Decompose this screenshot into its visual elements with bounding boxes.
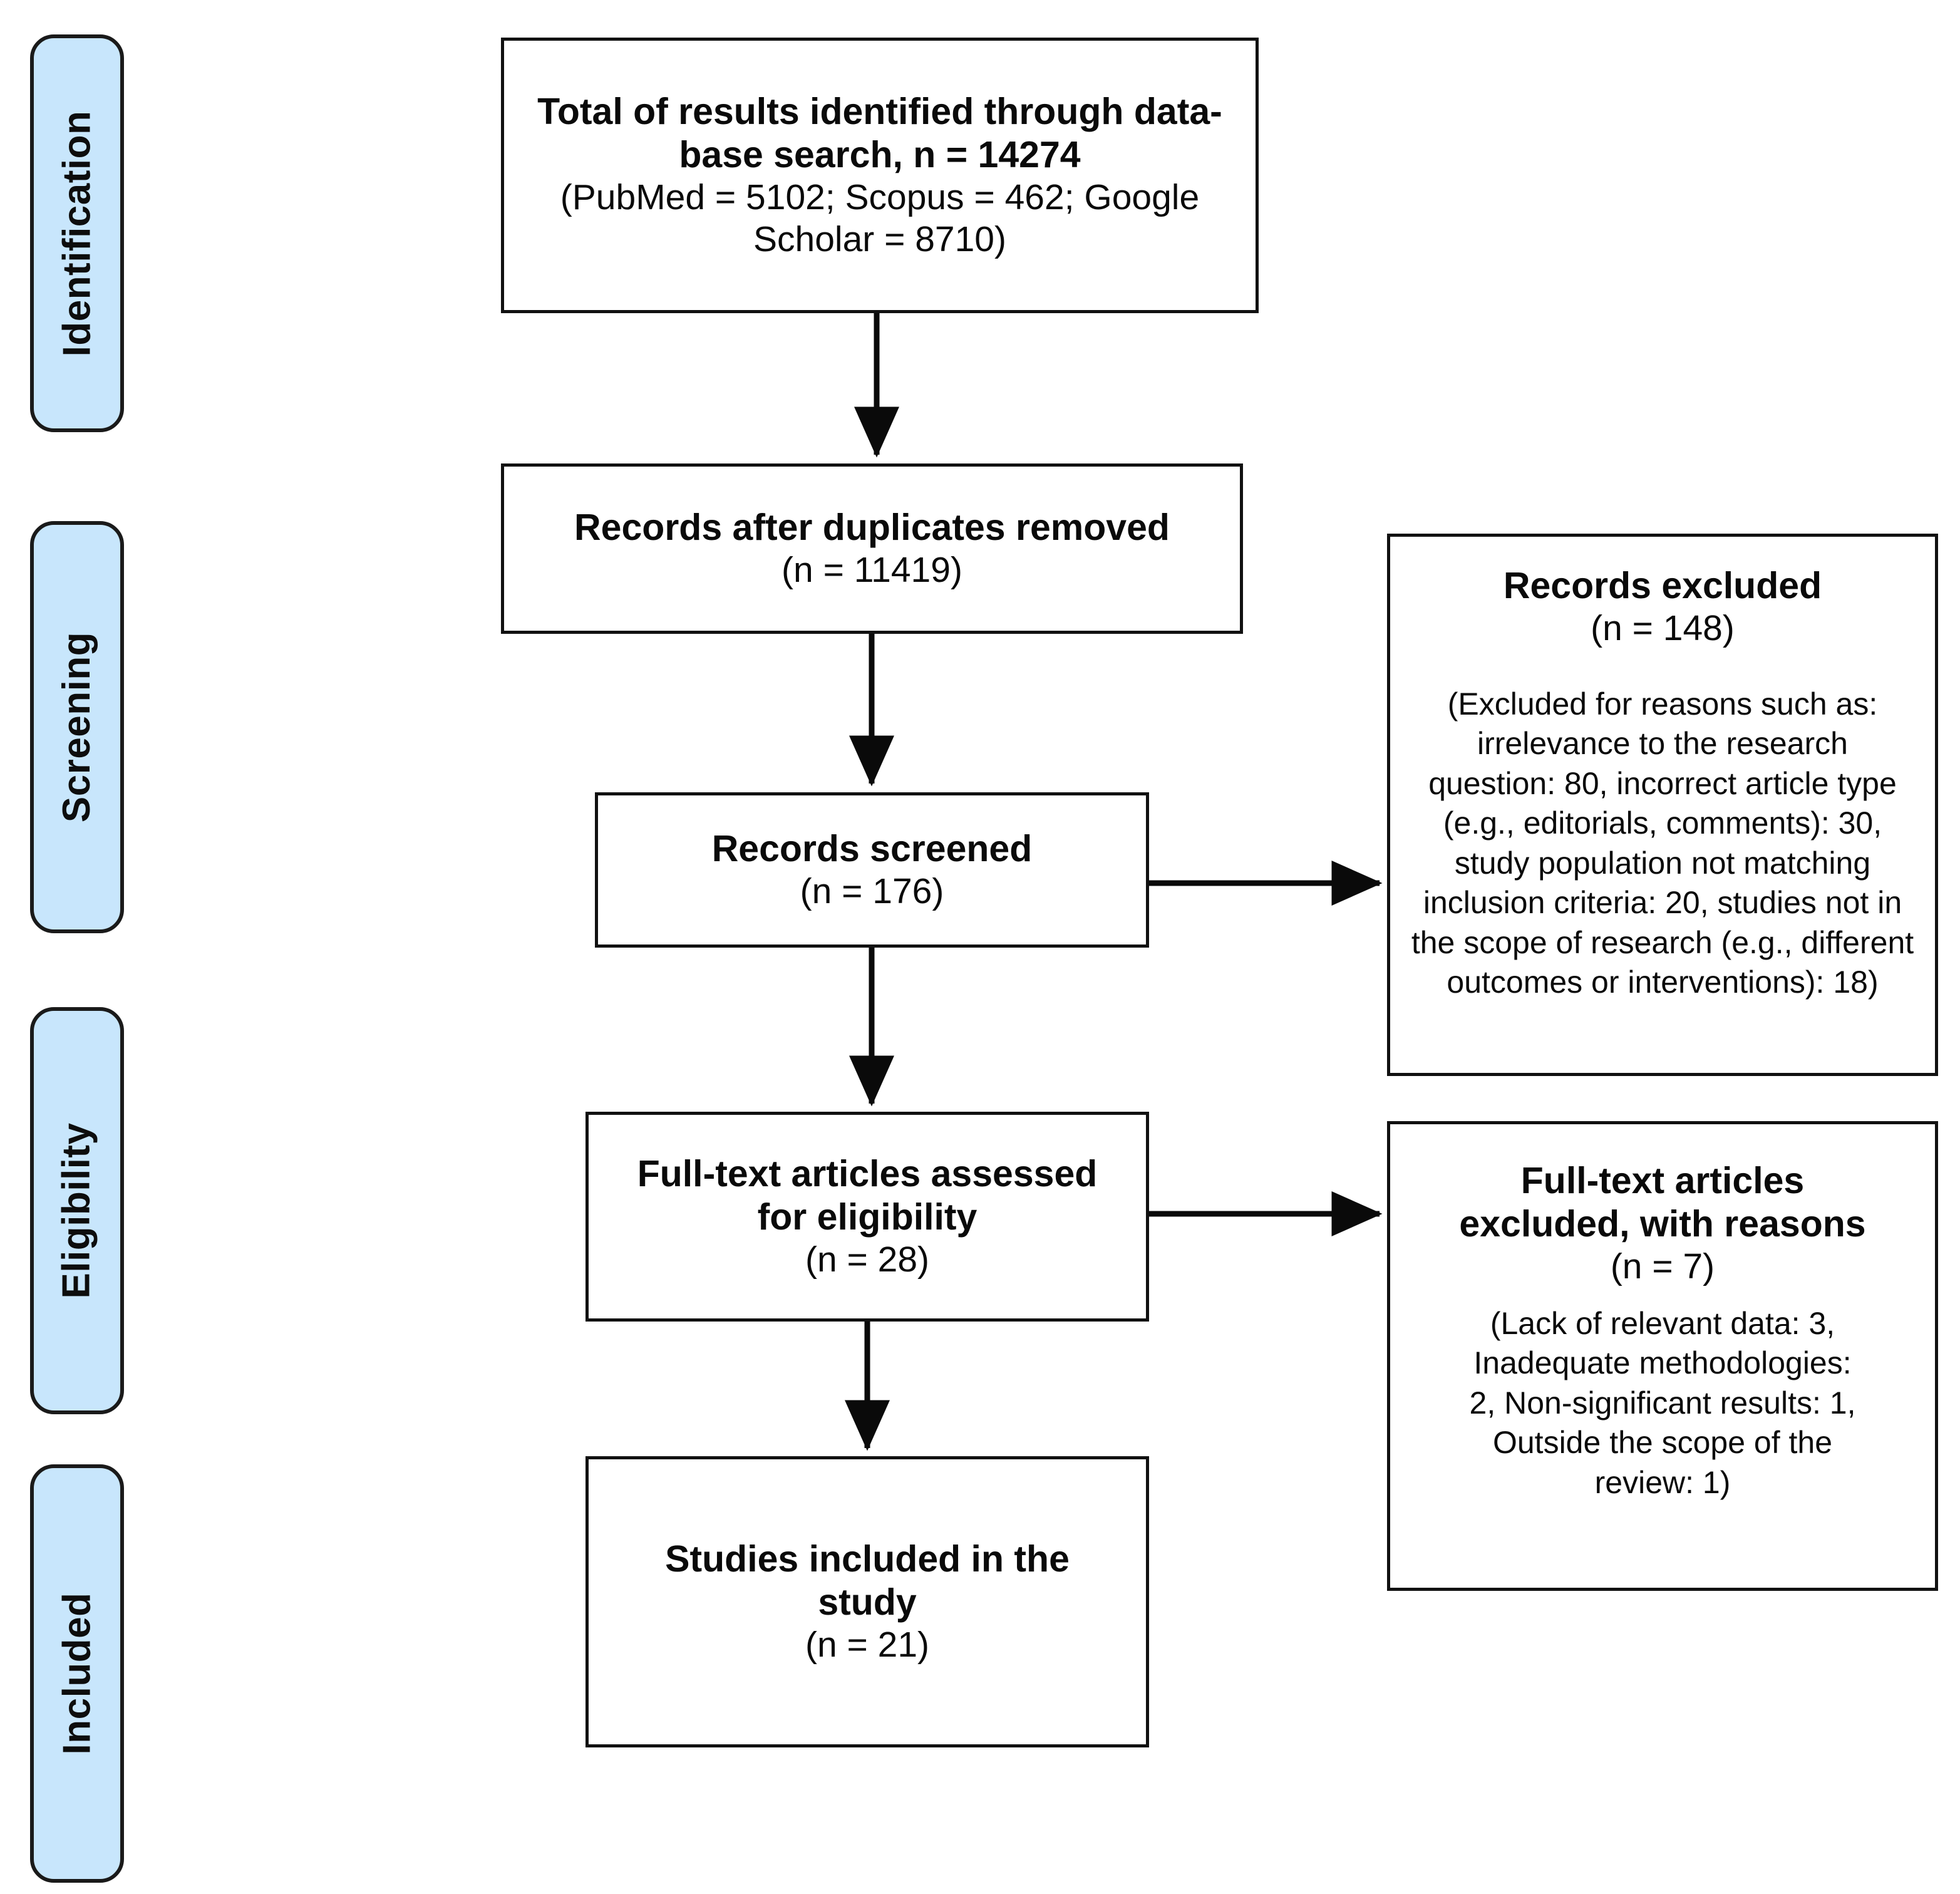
box-records-screened[interactable]: Records screened (n = 176) [595,792,1149,948]
box-studies-included[interactable]: Studies included in the study (n = 21) [585,1456,1149,1747]
stage-tab-screening-label: Screening [55,631,98,823]
box-records-excluded[interactable]: Records excluded (n = 148) (Excluded for… [1387,534,1938,1076]
fulltext-excluded-reason-line2: Inadequate methodologies: [1473,1345,1852,1381]
stage-tab-eligibility-label: Eligibility [55,1122,98,1299]
fulltext-assessed-title-line1: Full-text articles assessed [637,1153,1098,1195]
records-excluded-reason-line7: the scope of research (e.g., different [1411,924,1914,960]
box-fulltext-assessed[interactable]: Full-text articles assessed for eligibil… [585,1112,1149,1322]
box-fulltext-excluded[interactable]: Full-text articles excluded, with reason… [1387,1121,1938,1591]
studies-included-count: (n = 21) [805,1625,930,1665]
records-excluded-reason-line8: outcomes or interventions): 18) [1447,965,1879,1000]
records-identified-title-line2: base search, n = 14274 [679,134,1081,176]
records-excluded-count: (n = 148) [1591,608,1735,649]
stage-tab-screening[interactable]: Screening [30,521,124,933]
fulltext-excluded-reason-line1: (Lack of relevant data: 3, [1490,1305,1835,1341]
fulltext-excluded-title-line1: Full-text articles [1520,1160,1805,1201]
records-screened-title: Records screened [711,828,1033,870]
fulltext-excluded-title-line2: excluded, with reasons [1459,1203,1866,1245]
records-excluded-reason-line2: irrelevance to the research [1477,726,1848,762]
fulltext-excluded-reason-line4: Outside the scope of the [1492,1425,1833,1461]
studies-included-title-line2: study [818,1581,917,1623]
fulltext-excluded-count: (n = 7) [1610,1246,1715,1287]
duplicates-removed-title: Records after duplicates removed [574,507,1170,549]
stage-tab-eligibility[interactable]: Eligibility [30,1007,124,1414]
records-screened-count: (n = 176) [800,871,944,912]
fulltext-assessed-title-line2: for eligibility [757,1196,977,1238]
records-identified-sources-line1: (PubMed = 5102; Scopus = 462; Google [560,177,1200,218]
records-excluded-reason-line1: (Excluded for reasons such as: [1447,686,1878,722]
box-duplicates-removed[interactable]: Records after duplicates removed (n = 11… [501,463,1243,634]
studies-included-title-line1: Studies included in the [665,1538,1070,1580]
stage-tab-identification[interactable]: Identification [30,34,124,432]
records-excluded-reason-line6: inclusion criteria: 20, studies not in [1423,885,1902,921]
records-identified-sources-line2: Scholar = 8710) [753,219,1006,260]
fulltext-excluded-reason-line5: review: 1) [1594,1464,1731,1500]
records-excluded-reason-line5: study population not matching [1454,845,1871,881]
fulltext-assessed-count: (n = 28) [805,1239,930,1280]
records-excluded-title: Records excluded [1503,565,1822,606]
records-excluded-reason-line3: question: 80, incorrect article type [1428,765,1897,801]
fulltext-excluded-reason-line3: 2, Non-significant results: 1, [1469,1385,1856,1420]
stage-tab-included[interactable]: Included [30,1464,124,1883]
records-identified-title-line1: Total of results identified through data… [537,91,1222,133]
stage-tab-identification-label: Identification [55,110,98,356]
duplicates-removed-count: (n = 11419) [781,550,962,591]
stage-tab-included-label: Included [55,1592,98,1755]
box-records-identified[interactable]: Total of results identified through data… [501,38,1259,313]
records-excluded-reason-line4: (e.g., editorials, comments): 30, [1443,805,1882,841]
